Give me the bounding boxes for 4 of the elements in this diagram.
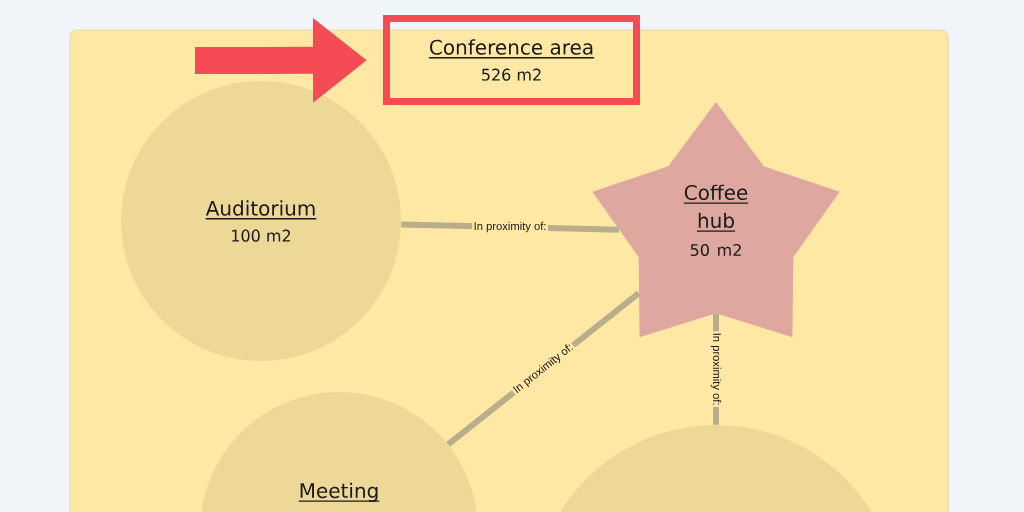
edge-label: In proximity of: [709, 331, 723, 408]
edge-label: In proximity of: [472, 220, 548, 234]
highlight-frame: Conference area 526 m2 [383, 15, 640, 105]
circle-node: Auditorium 100 m2 [121, 81, 401, 361]
